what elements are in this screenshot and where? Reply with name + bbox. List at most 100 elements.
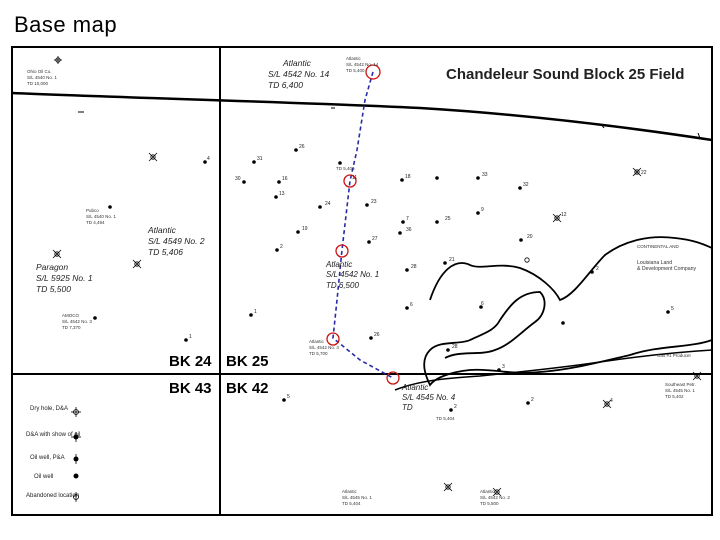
svg-text:CONTINENTAL AND: CONTINENTAL AND	[637, 244, 680, 249]
legend-item-oil-well-pa: Oil well, P&A	[30, 454, 79, 464]
svg-text:Southeast Petr.: Southeast Petr.	[665, 382, 696, 387]
highlight-circle	[365, 64, 381, 80]
well-marker	[93, 316, 97, 320]
block-label-bk43: BK 43	[169, 380, 212, 397]
svg-text:S/L 4545 No. 1: S/L 4545 No. 1	[665, 388, 695, 393]
operator-label-atlantic2: Atlantic S/L 4549 No. 2 TD 5,406	[147, 225, 205, 257]
dry-hole-icon	[71, 407, 81, 417]
well-marker	[318, 205, 322, 209]
svg-text:TD 5,404: TD 5,404	[436, 416, 455, 421]
svg-text:Atlantic: Atlantic	[309, 339, 325, 344]
svg-text:S/L 4545 No. 4: S/L 4545 No. 4	[402, 393, 456, 402]
map-frame	[11, 46, 713, 516]
svg-text:TD 10,000: TD 10,000	[27, 81, 49, 86]
svg-text:TD 5,400: TD 5,400	[336, 166, 355, 171]
svg-text:D&A with show of oil: D&A with show of oil	[26, 432, 80, 438]
well-marker	[479, 305, 483, 309]
well-marker	[184, 338, 188, 342]
block-label-bk25: BK 25	[226, 353, 269, 370]
svg-text:TD 7,370: TD 7,370	[62, 325, 81, 330]
svg-text:Louisiana Land: Louisiana Land	[637, 260, 672, 266]
well-marker	[476, 176, 480, 180]
svg-text:TD 5,500: TD 5,500	[36, 284, 71, 294]
oil-well-pa-icon	[73, 454, 79, 464]
svg-text:TD: TD	[402, 403, 413, 412]
block-label-bk42: BK 42	[226, 380, 269, 397]
dry-hole-markers	[52, 56, 702, 497]
svg-text:TD 5,500: TD 5,500	[480, 501, 499, 506]
block-label-bk24: BK 24	[169, 353, 212, 370]
svg-text:26: 26	[299, 144, 305, 150]
small-well-labels: Ohio Oil Co. S/L 4540 No. 1 TD 10,000 At…	[27, 56, 697, 506]
well-marker	[497, 368, 501, 372]
svg-text:31: 31	[257, 156, 263, 162]
svg-text:4: 4	[610, 398, 613, 404]
svg-text:S/L 4542 No. 3: S/L 4542 No. 3	[309, 345, 339, 350]
svg-text:S/L 4542 No. 2: S/L 4542 No. 2	[480, 495, 510, 500]
well-number-labels: 4 31 26 30 16 13 18 11 33 32 24 23 19 7 …	[189, 144, 674, 410]
well-marker	[242, 180, 246, 184]
slide-title: Base map	[14, 12, 118, 37]
svg-text:Atlantic: Atlantic	[282, 58, 312, 68]
svg-text:33: 33	[482, 172, 488, 178]
svg-text:2: 2	[596, 266, 599, 272]
well-marker	[449, 408, 453, 412]
svg-text:22: 22	[641, 170, 647, 176]
svg-text:Atlantic: Atlantic	[346, 56, 362, 61]
svg-text:23: 23	[371, 199, 377, 205]
well-marker	[398, 231, 402, 235]
svg-text:S/L 4542 No. 14: S/L 4542 No. 14	[346, 62, 379, 67]
well-marker	[249, 313, 253, 317]
svg-text:Oil well, P&A: Oil well, P&A	[30, 455, 65, 461]
coastline	[423, 236, 713, 387]
svg-text:Ohio Oil Co.: Ohio Oil Co.	[27, 69, 52, 74]
oil-well-icon	[73, 473, 79, 479]
svg-text:16: 16	[282, 176, 288, 182]
svg-text:18: 18	[405, 174, 411, 180]
well-marker	[275, 248, 279, 252]
svg-text:TD 6,400: TD 6,400	[268, 80, 303, 90]
shoreline-ticks	[78, 107, 701, 139]
svg-text:7: 7	[406, 216, 409, 222]
svg-text:30: 30	[235, 176, 241, 182]
svg-text:6: 6	[481, 301, 484, 307]
svg-text:TD 5,400: TD 5,400	[346, 68, 365, 73]
well-marker	[367, 240, 371, 244]
svg-text:AMOCO: AMOCO	[62, 313, 80, 318]
svg-text:TD 6,500: TD 6,500	[326, 281, 359, 290]
operator-label-atlantic4: Atlantic S/L 4545 No. 4 TD	[401, 383, 456, 412]
svg-text:Atlantic: Atlantic	[342, 489, 358, 494]
svg-text:36: 36	[406, 227, 412, 233]
well-marker	[296, 230, 300, 234]
well-marker	[369, 336, 373, 340]
well-marker	[294, 148, 298, 152]
svg-text:12: 12	[561, 212, 567, 218]
svg-text:Paragon: Paragon	[36, 262, 68, 272]
svg-text:5: 5	[671, 306, 674, 312]
show-of-oil-icon	[71, 432, 81, 442]
svg-text:9: 9	[481, 207, 484, 213]
highlight-circle	[343, 174, 357, 188]
svg-text:S/L 4540 No. 1: S/L 4540 No. 1	[27, 75, 57, 80]
highlight-circle	[386, 371, 400, 385]
svg-text:19: 19	[302, 226, 308, 232]
well-marker	[518, 186, 522, 190]
svg-text:Atlantic: Atlantic	[325, 260, 352, 269]
well-marker	[519, 238, 523, 242]
well-marker	[405, 268, 409, 272]
svg-text:11: 11	[352, 175, 357, 181]
svg-text:TD 5,402: TD 5,402	[665, 394, 684, 399]
svg-text:13: 13	[279, 191, 285, 197]
highlight-circle	[326, 332, 340, 346]
svg-text:S/L 4549 No. 2: S/L 4549 No. 2	[148, 236, 205, 246]
highlight-circle	[335, 244, 349, 258]
svg-text:Atlantic: Atlantic	[147, 225, 177, 235]
well-marker	[277, 180, 281, 184]
well-trajectory	[332, 71, 394, 379]
svg-text:4: 4	[207, 156, 210, 162]
svg-text:3: 3	[502, 364, 505, 370]
svg-text:Atlantic: Atlantic	[480, 489, 496, 494]
legend-item-show-of-oil: D&A with show of oil	[26, 432, 81, 442]
well-marker	[435, 220, 439, 224]
svg-text:S/L 5925 No. 1: S/L 5925 No. 1	[36, 273, 93, 283]
